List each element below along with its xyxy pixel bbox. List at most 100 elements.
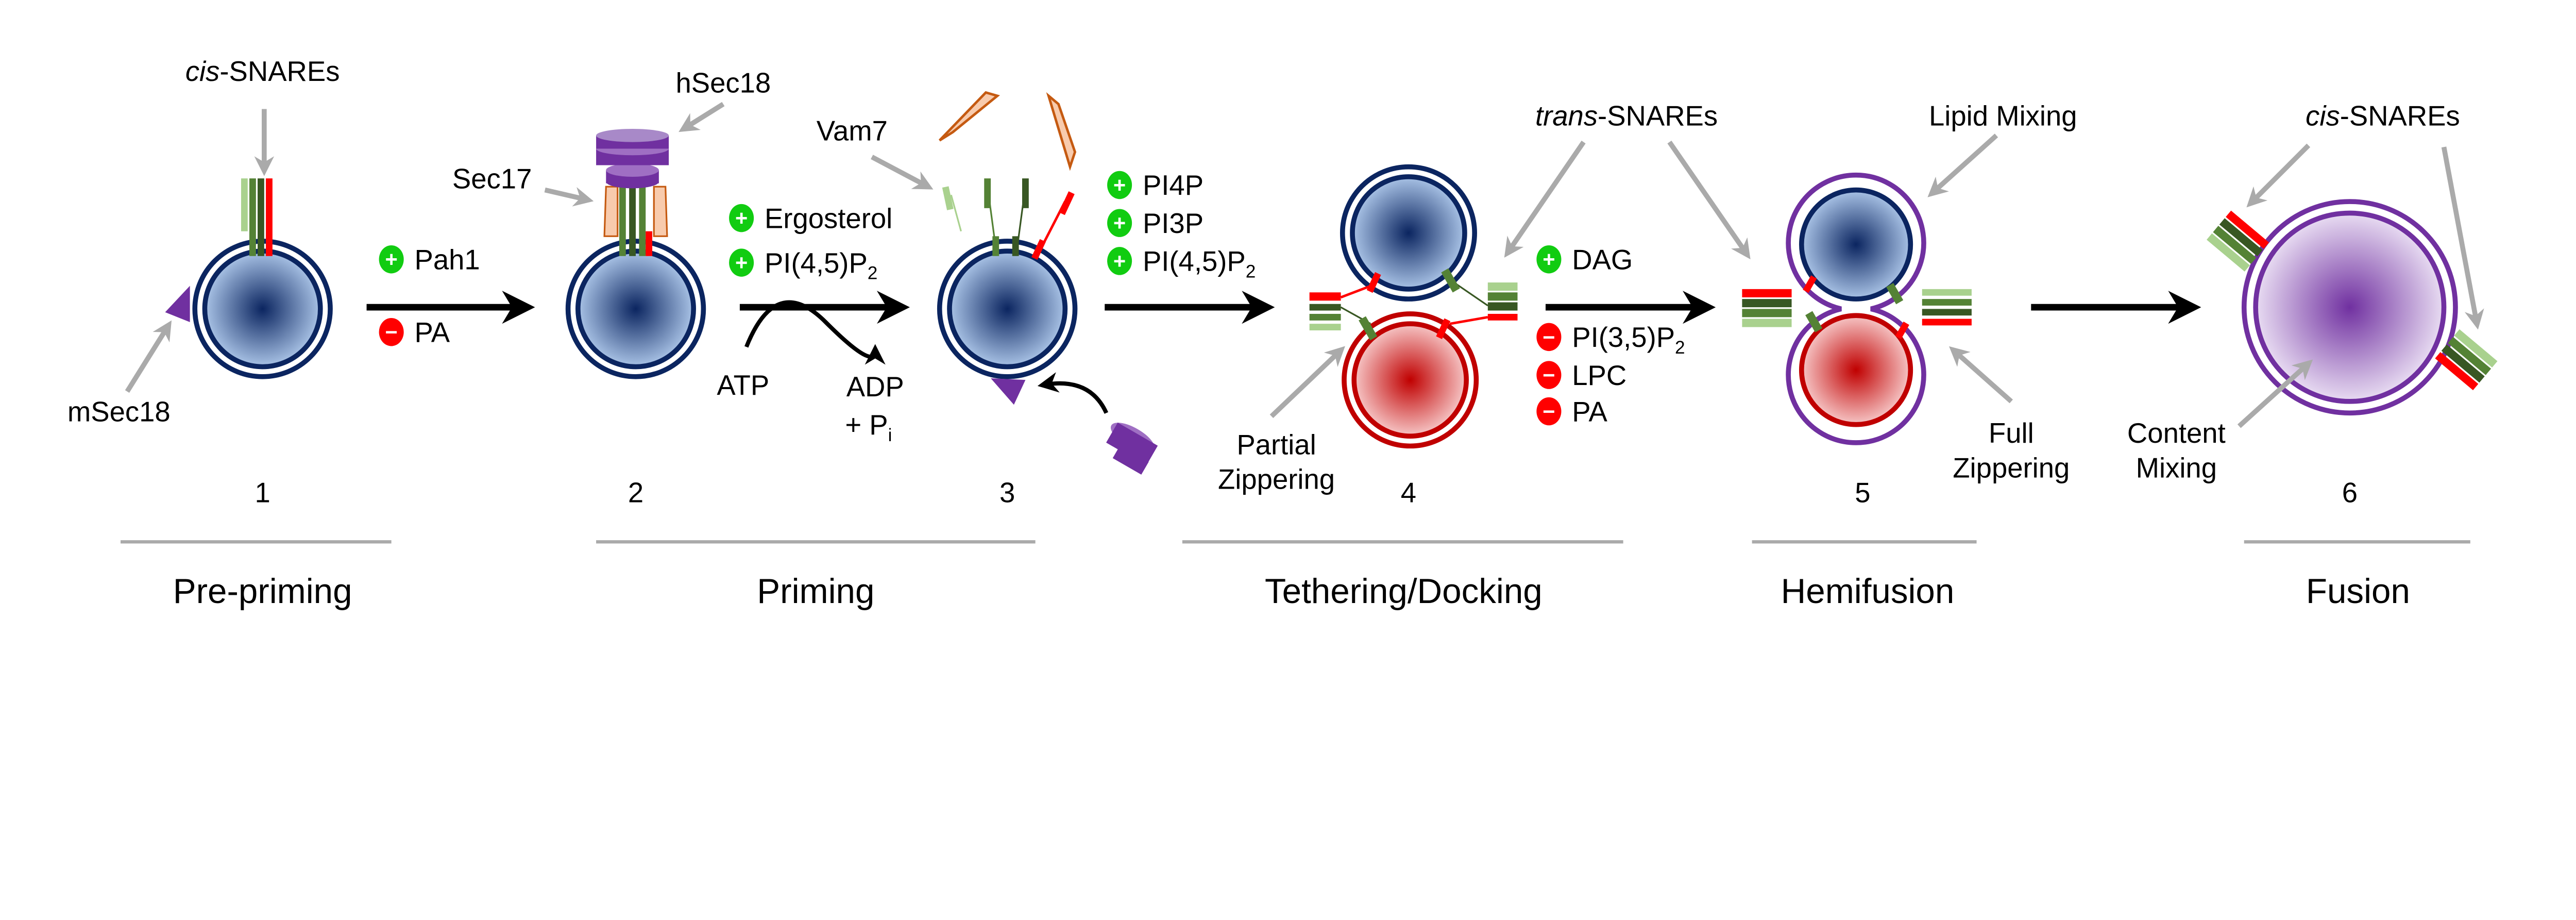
pointer-cis-snares-right-left: [2246, 143, 2311, 208]
regulator-label: DAG: [1572, 244, 1633, 275]
regulator-inhibit: −PA: [379, 316, 450, 348]
cis-snare-complex-1: [241, 178, 273, 256]
label-sec17: Sec17: [452, 163, 532, 194]
plus-icon: [729, 248, 754, 277]
label-cis-snares-left: cis-SNAREs: [185, 56, 340, 87]
pointer-sec17: [544, 187, 594, 207]
pointer-full-zippering: [1949, 346, 2013, 404]
label-lipid-mixing: Lipid Mixing: [1929, 101, 2077, 132]
minus-icon: [1536, 397, 1562, 426]
plus-icon: [1536, 245, 1562, 274]
regulator-inhibit: −LPC: [1536, 360, 1626, 391]
regulator-label: Ergosterol: [765, 203, 892, 234]
stage-priming: Priming: [757, 572, 874, 611]
regulator-promote: + Ergosterol: [729, 203, 892, 234]
regulator-lists: +Pah1−PA+Ergosterol+PI(4,5)P2+PI4P+PI3P+…: [379, 170, 1685, 427]
regulator-label: LPC: [1572, 360, 1626, 391]
vesicle-3: [937, 239, 1078, 379]
step-number-2: 2: [628, 477, 643, 508]
label-trans-snares: trans-SNAREs: [1535, 101, 1718, 132]
cis-snare-complex-2: [619, 187, 653, 256]
pointer-trans-snares-right: [1667, 140, 1751, 260]
regulator-sign: +: [1543, 247, 1555, 272]
pointer-cis-snares-right-right: [2441, 146, 2484, 330]
vesicle-1: [192, 239, 333, 379]
regulator-promote: + Pah1: [379, 244, 480, 275]
vesicle-4-top: [1340, 164, 1477, 302]
label-atp: ATP: [717, 370, 769, 401]
regulator-label: PI(4,5)P2: [1143, 246, 1256, 282]
regulator-sign: +: [1113, 249, 1126, 273]
plus-icon: [1107, 209, 1132, 237]
vesicle-6-fused: [2241, 199, 2458, 416]
label-cis-snares-right: cis-SNAREs: [2306, 101, 2460, 132]
step-number-6: 6: [2342, 477, 2358, 508]
cis-snare-complex-6-right: [2435, 329, 2498, 391]
step-number-1: 1: [255, 477, 270, 508]
regulator-sign: +: [735, 206, 748, 230]
regulator-inhibit: −PA: [1536, 396, 1608, 427]
minus-icon: [1536, 323, 1562, 352]
trans-snares-5: [1742, 275, 1972, 340]
cis-snare-complex-6-left: [2207, 210, 2269, 272]
regulator-sign: −: [385, 320, 397, 344]
pointer-content-mixing: [2237, 359, 2313, 428]
pointer-vam7: [871, 155, 934, 190]
regulator-label: Pah1: [415, 244, 480, 275]
pointer-trans-snares-left: [1504, 140, 1586, 258]
vesicle-4-bottom: [1342, 311, 1479, 449]
regulator-sign: −: [1543, 325, 1555, 349]
sec17: [603, 186, 668, 237]
step-number-5: 5: [1855, 477, 1870, 508]
regulator-promote: + PI(4,5)P2: [729, 247, 877, 283]
stage-tethering-docking: Tethering/Docking: [1265, 572, 1543, 611]
pointer-msec18: [125, 320, 172, 393]
regulator-sign: +: [1113, 211, 1126, 235]
regulator-label: PI3P: [1143, 208, 1204, 239]
stage-hemifusion: Hemifusion: [1781, 572, 1955, 611]
stage-pre-priming: Pre-priming: [173, 572, 352, 611]
pointer-lipid-mixing: [1927, 133, 1998, 197]
regulator-promote: + PI(4,5)P2: [1107, 246, 1256, 282]
step-number-3: 3: [999, 477, 1015, 508]
hsec18-hexamer: [596, 128, 669, 189]
regulator-label: PA: [415, 316, 450, 348]
regulator-sign: +: [735, 250, 748, 275]
minus-icon: [379, 317, 404, 346]
regulator-promote: + PI3P: [1107, 208, 1204, 239]
regulator-sign: −: [1543, 399, 1555, 423]
label-msec18: mSec18: [67, 396, 171, 427]
msec18-released: [991, 378, 1158, 475]
snare-fusion-pathway-diagram: cis-SNAREs mSec18 hSec18 Sec17 Vam7 ATP …: [67, 56, 2498, 611]
msec18-1: [165, 286, 190, 322]
regulator-promote: + DAG: [1536, 244, 1633, 275]
msec18-release-arrow: [1037, 372, 1109, 414]
stage-fusion: Fusion: [2306, 572, 2410, 611]
label-hsec18: hSec18: [675, 67, 771, 98]
label-adp: ADP: [846, 371, 904, 403]
vam7-sec17-released: [938, 91, 1077, 171]
plus-icon: [1107, 247, 1132, 275]
plus-icon: [729, 204, 754, 232]
trans-snares-4: [1309, 268, 1518, 341]
regulator-sign: +: [1113, 173, 1126, 197]
regulator-label: PI(4,5)P2: [765, 247, 877, 283]
regulator-label: PI(3,5)P2: [1572, 322, 1685, 358]
vesicle-2: [565, 239, 706, 379]
regulator-inhibit: −PI(3,5)P2: [1536, 322, 1685, 358]
pointer-partial-zippering: [1269, 346, 1345, 419]
plus-icon: [1107, 171, 1132, 199]
regulator-label: PA: [1572, 396, 1607, 427]
regulator-sign: −: [1543, 363, 1555, 387]
regulator-sign: +: [385, 247, 397, 272]
label-pi: + Pi: [845, 409, 892, 445]
plus-icon: [379, 245, 404, 274]
regulator-label: PI4P: [1143, 170, 1204, 201]
atp-hydrolysis-arrow: [744, 300, 886, 365]
pointer-hsec18: [679, 102, 725, 132]
unzipped-snares-3: [942, 178, 1075, 260]
regulator-promote: + PI4P: [1107, 170, 1204, 201]
vesicle-5-hemifused: [1786, 173, 1926, 445]
